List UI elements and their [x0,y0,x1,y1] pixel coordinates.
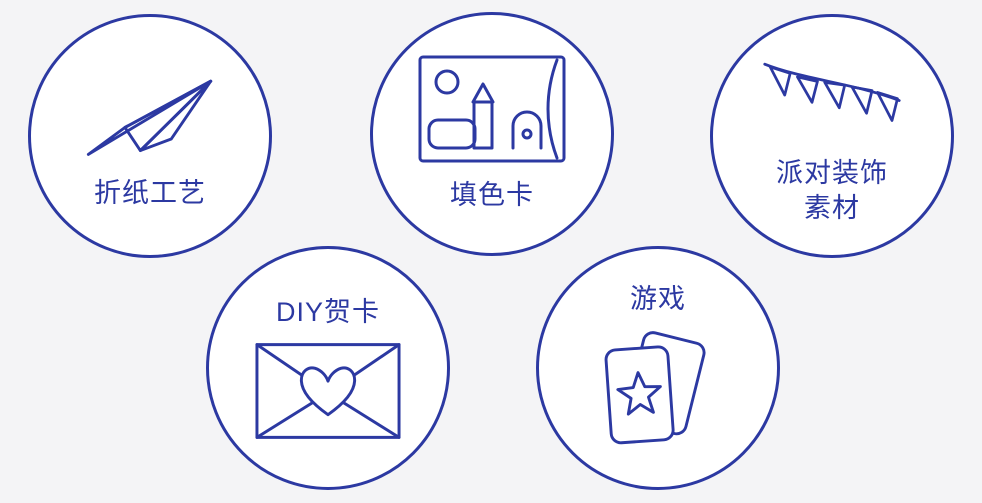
category-coloring-card[interactable]: 填色卡 [370,12,614,256]
category-party-decor[interactable]: 派对装饰 素材 [710,14,954,258]
coloring-card-icon [417,54,567,164]
envelope-heart-icon [254,341,402,441]
category-games[interactable]: 游戏 [536,246,780,490]
category-label: DIY贺卡 [275,297,380,328]
category-label: 游戏 [630,284,686,315]
category-label: 折纸工艺 [94,178,206,209]
playing-cards-icon [595,326,721,454]
paper-plane-icon [82,60,218,166]
category-label: 填色卡 [450,180,534,211]
category-label: 派对装饰 素材 [776,156,888,226]
category-origami[interactable]: 折纸工艺 [28,14,272,258]
category-diy-card[interactable]: DIY贺卡 [206,246,450,490]
party-bunting-icon [752,46,912,146]
category-label-line: 素材 [804,193,860,223]
category-label-line: 派对装饰 [776,157,888,188]
